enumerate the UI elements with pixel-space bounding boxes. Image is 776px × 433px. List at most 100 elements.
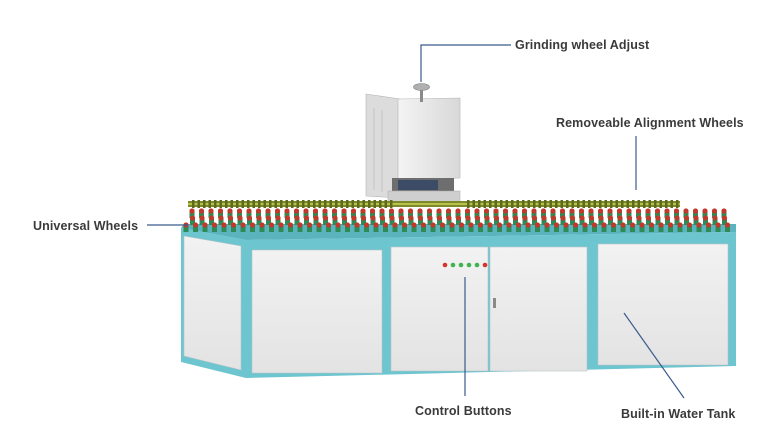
universal-wheel: [246, 208, 252, 218]
universal-wheel: [711, 208, 718, 218]
universal-wheel: [458, 222, 465, 232]
universal-wheel: [531, 208, 537, 218]
alignment-roller: [296, 200, 299, 208]
universal-wheel: [198, 208, 205, 218]
universal-wheel: [199, 215, 205, 225]
alignment-roller: [626, 200, 629, 208]
alignment-roller: [219, 200, 222, 208]
alignment-roller: [560, 200, 563, 208]
universal-wheel: [350, 208, 357, 218]
universal-wheel: [284, 208, 290, 218]
universal-wheel: [316, 222, 322, 232]
label-control-buttons: Control Buttons: [415, 404, 512, 418]
alignment-roller: [566, 200, 569, 208]
universal-wheel: [617, 215, 623, 225]
universal-wheel: [692, 208, 699, 218]
universal-wheel: [436, 208, 442, 218]
alignment-roller: [302, 200, 305, 208]
universal-wheel: [373, 222, 379, 232]
universal-wheel: [388, 208, 395, 218]
alignment-roller: [368, 200, 371, 208]
alignment-roller: [252, 200, 255, 208]
leader-grinding-wheel-adjust: [420, 44, 511, 82]
universal-wheel: [344, 222, 351, 232]
universal-wheel: [683, 208, 689, 218]
alignment-roller: [230, 200, 233, 208]
alignment-roller: [549, 200, 552, 208]
universal-wheel: [436, 215, 443, 225]
universal-wheel: [227, 215, 234, 225]
alignment-roller: [577, 200, 580, 208]
universal-wheel: [246, 215, 253, 225]
universal-wheel: [715, 222, 721, 232]
universal-wheel: [610, 222, 617, 232]
universal-wheel: [686, 222, 693, 232]
universal-wheel: [493, 215, 500, 225]
universal-wheel: [265, 215, 272, 225]
universal-wheel: [430, 222, 436, 232]
head-body-front: [397, 97, 461, 181]
universal-wheel: [629, 222, 636, 232]
universal-wheel: [658, 222, 664, 232]
universal-wheel: [648, 222, 655, 232]
universal-wheel: [572, 222, 579, 232]
alignment-roller: [329, 200, 332, 208]
universal-wheel: [455, 215, 462, 225]
universal-wheel: [582, 222, 588, 232]
universal-wheel: [379, 215, 386, 225]
universal-wheel: [294, 215, 300, 225]
door-center-right: [489, 246, 588, 372]
alignment-roller: [197, 200, 200, 208]
universal-wheel: [312, 208, 319, 218]
alignment-roller: [654, 200, 657, 208]
alignment-roller: [588, 200, 591, 208]
label-universal-wheels: Universal Wheels: [33, 219, 139, 233]
universal-wheel: [306, 222, 313, 232]
universal-wheel: [474, 215, 481, 225]
universal-wheel: [607, 215, 614, 225]
universal-wheel: [635, 208, 642, 218]
universal-wheel: [598, 215, 604, 225]
universal-wheel: [230, 222, 237, 232]
universal-wheel: [464, 208, 471, 218]
alignment-roller: [489, 200, 492, 208]
alignment-roller: [610, 200, 613, 208]
universal-wheel: [664, 208, 670, 218]
alignment-roller: [659, 200, 662, 208]
alignment-roller: [648, 200, 651, 208]
universal-wheel: [553, 222, 560, 232]
universal-wheel: [259, 222, 265, 232]
label-removeable-alignment-wheels: Removeable Alignment Wheels: [556, 116, 744, 130]
universal-wheel: [493, 208, 499, 218]
universal-wheel: [683, 215, 690, 225]
universal-wheel: [502, 208, 509, 218]
universal-wheel: [303, 208, 309, 218]
universal-wheel: [275, 215, 281, 225]
universal-wheel: [550, 215, 557, 225]
universal-wheel: [525, 222, 531, 232]
alignment-roller: [379, 200, 382, 208]
universal-wheel: [341, 208, 347, 218]
alignment-roller: [538, 200, 541, 208]
alignment-roller: [615, 200, 618, 208]
universal-wheel: [544, 222, 550, 232]
universal-wheel: [522, 215, 528, 225]
alignment-roller: [236, 200, 239, 208]
universal-wheel: [674, 215, 680, 225]
universal-wheel: [427, 215, 433, 225]
universal-wheel: [645, 208, 651, 218]
universal-wheel: [559, 208, 566, 218]
door-center-left: [390, 246, 489, 372]
universal-wheel: [607, 208, 613, 218]
universal-wheel: [645, 215, 652, 225]
alignment-roller: [346, 200, 349, 208]
alignment-roller: [571, 200, 574, 208]
door-handle: [493, 298, 496, 308]
alignment-roller: [676, 200, 679, 208]
universal-wheel: [221, 222, 227, 232]
universal-wheel: [183, 222, 189, 232]
universal-wheel: [540, 208, 547, 218]
universal-wheel: [335, 222, 341, 232]
universal-wheel: [445, 208, 452, 218]
alignment-roller: [527, 200, 530, 208]
